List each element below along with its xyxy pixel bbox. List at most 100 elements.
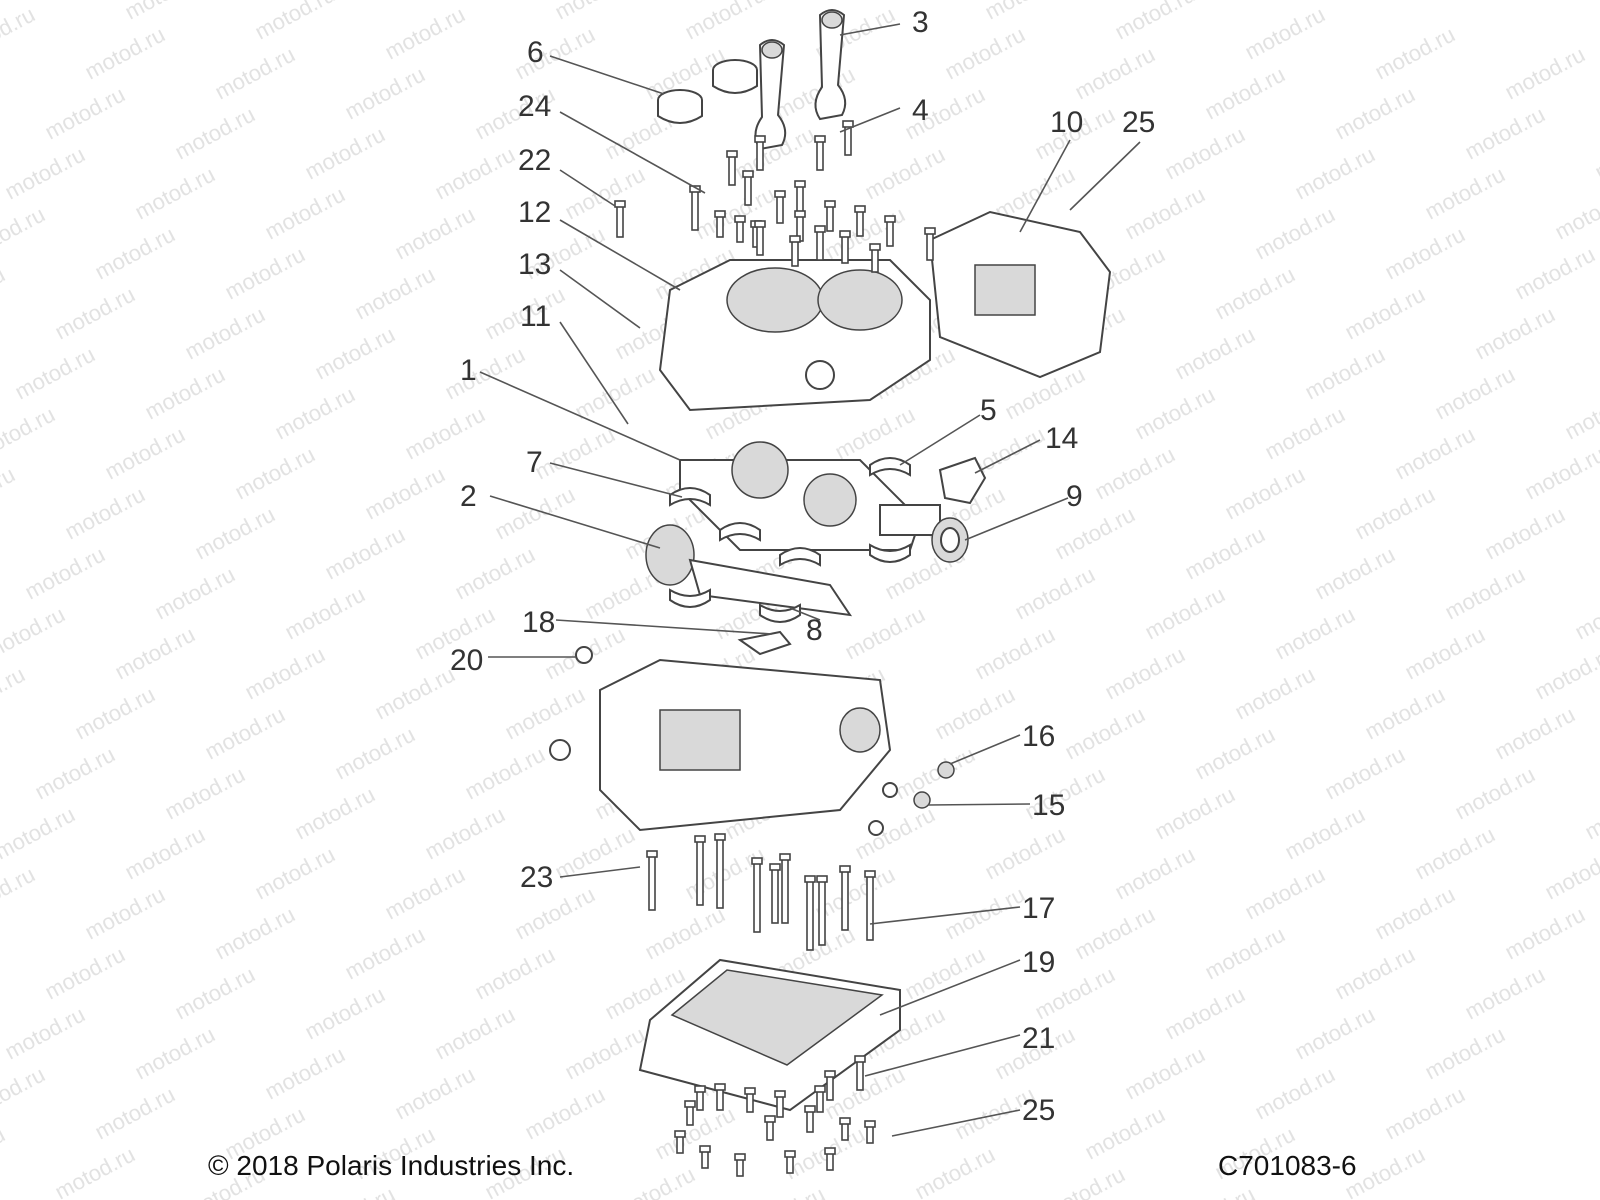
bolt-head — [614, 200, 626, 208]
bolt — [871, 247, 879, 273]
watermark-text: motod.ru — [891, 742, 979, 805]
watermark-text: motod.ru — [1101, 642, 1189, 705]
watermark-text: motod.ru — [1281, 802, 1369, 865]
plugs — [868, 761, 955, 836]
bolt-head — [726, 150, 738, 158]
watermark-text: motod.ru — [691, 182, 779, 245]
watermark-text: motod.ru — [0, 802, 79, 865]
watermark-text: motod.ru — [1091, 442, 1179, 505]
watermark-text: motod.ru — [91, 222, 179, 285]
callout-8: 8 — [806, 614, 823, 647]
watermark-text: motod.ru — [201, 702, 289, 765]
callout-25-top: 25 — [1122, 106, 1155, 139]
watermark-text: motod.ru — [271, 382, 359, 445]
bolt — [753, 861, 761, 933]
bolt-head — [689, 185, 701, 193]
bolt — [691, 189, 699, 231]
watermark-text: motod.ru — [931, 682, 1019, 745]
bolt-head — [744, 1087, 756, 1095]
watermark-text: motod.ru — [1081, 1102, 1169, 1165]
watermark-text: motod.ru — [681, 0, 769, 44]
watermark-text: motod.ru — [0, 462, 19, 525]
watermark-text: motod.ru — [1401, 622, 1489, 685]
bolt — [816, 229, 824, 261]
watermark-text: motod.ru — [341, 922, 429, 985]
bolt — [746, 1091, 754, 1113]
watermark-text: motod.ru — [1181, 522, 1269, 585]
main-bearings — [669, 457, 911, 623]
watermark-text: motod.ru — [391, 202, 479, 265]
watermark-text: motod.ru — [1251, 202, 1339, 265]
watermark-text: motod.ru — [1121, 1042, 1209, 1105]
bolt — [886, 219, 894, 247]
watermark-text: motod.ru — [281, 582, 369, 645]
bolt — [716, 214, 724, 238]
bolt-head — [794, 210, 806, 218]
bolt-group — [614, 120, 936, 1177]
watermark-text: motod.ru — [311, 322, 399, 385]
watermark-text: motod.ru — [1161, 982, 1249, 1045]
watermark-text: motod.ru — [211, 42, 299, 105]
watermark-text: motod.ru — [181, 302, 269, 365]
bolt-head — [839, 865, 851, 873]
leader-lines — [479, 23, 1141, 1137]
bolt-head — [754, 220, 766, 228]
callout-24: 24 — [518, 90, 551, 123]
bolt — [648, 854, 656, 911]
watermark-text: motod.ru — [121, 0, 209, 24]
callout-10: 10 — [1050, 106, 1083, 139]
watermark-text: motod.ru — [1591, 122, 1600, 185]
watermark-text: motod.ru — [1561, 382, 1600, 445]
watermark-text: motod.ru — [81, 882, 169, 945]
bolt-head — [814, 225, 826, 233]
watermark-text: motod.ru — [1271, 602, 1359, 665]
watermark-text: motod.ru — [171, 962, 259, 1025]
watermark-text: motod.ru — [1521, 442, 1600, 505]
watermark-text: motod.ru — [71, 682, 159, 745]
watermark-text: motod.ru — [841, 602, 929, 665]
watermark-text: motod.ru — [0, 262, 9, 325]
watermark-text: motod.ru — [91, 1082, 179, 1145]
watermark-text: motod.ru — [121, 822, 209, 885]
bolt-head — [764, 1115, 776, 1123]
callout-11: 11 — [520, 300, 551, 333]
bolt — [796, 184, 804, 214]
rod-bearings — [657, 59, 758, 124]
watermark-text: motod.ru — [251, 842, 339, 905]
bolt-head — [694, 1085, 706, 1093]
watermark-text: motod.ru — [1111, 842, 1199, 905]
watermark-text: motod.ru — [1381, 222, 1469, 285]
watermark-text: motod.ru — [101, 422, 189, 485]
watermark-text: motod.ru — [1051, 502, 1139, 565]
watermark-text: motod.ru — [941, 882, 1029, 945]
bolt — [716, 837, 724, 909]
watermark-text: motod.ru — [0, 662, 29, 725]
callout-7: 7 — [526, 446, 543, 479]
watermark-text: motod.ru — [1371, 882, 1459, 945]
watermark-text: motod.ru — [261, 182, 349, 245]
bolt — [816, 139, 824, 171]
watermark-text: motod.ru — [11, 342, 99, 405]
watermark-text: motod.ru — [1121, 182, 1209, 245]
watermark-text: motod.ru — [41, 942, 129, 1005]
watermark-text: motod.ru — [1331, 82, 1419, 145]
bolt — [841, 234, 849, 264]
watermark-text: motod.ru — [651, 1102, 739, 1165]
callout-12: 12 — [518, 196, 551, 229]
watermark-text: motod.ru — [471, 942, 559, 1005]
watermark-text: motod.ru — [321, 522, 409, 585]
watermark-text: motod.ru — [0, 2, 39, 65]
balance-shaft — [645, 524, 853, 617]
watermark-text: motod.ru — [241, 642, 329, 705]
watermark-text: motod.ru — [1151, 782, 1239, 845]
watermark-text: motod.ru — [391, 1062, 479, 1125]
bolt — [771, 867, 779, 924]
bolt-head — [816, 875, 828, 883]
watermark-text: motod.ru — [491, 482, 579, 545]
bolt-head — [924, 227, 936, 235]
watermark-text: motod.ru — [331, 722, 419, 785]
watermark-text: motod.ru — [1501, 42, 1589, 105]
watermark-text: motod.ru — [1581, 782, 1600, 845]
watermark-text: motod.ru — [561, 162, 649, 225]
